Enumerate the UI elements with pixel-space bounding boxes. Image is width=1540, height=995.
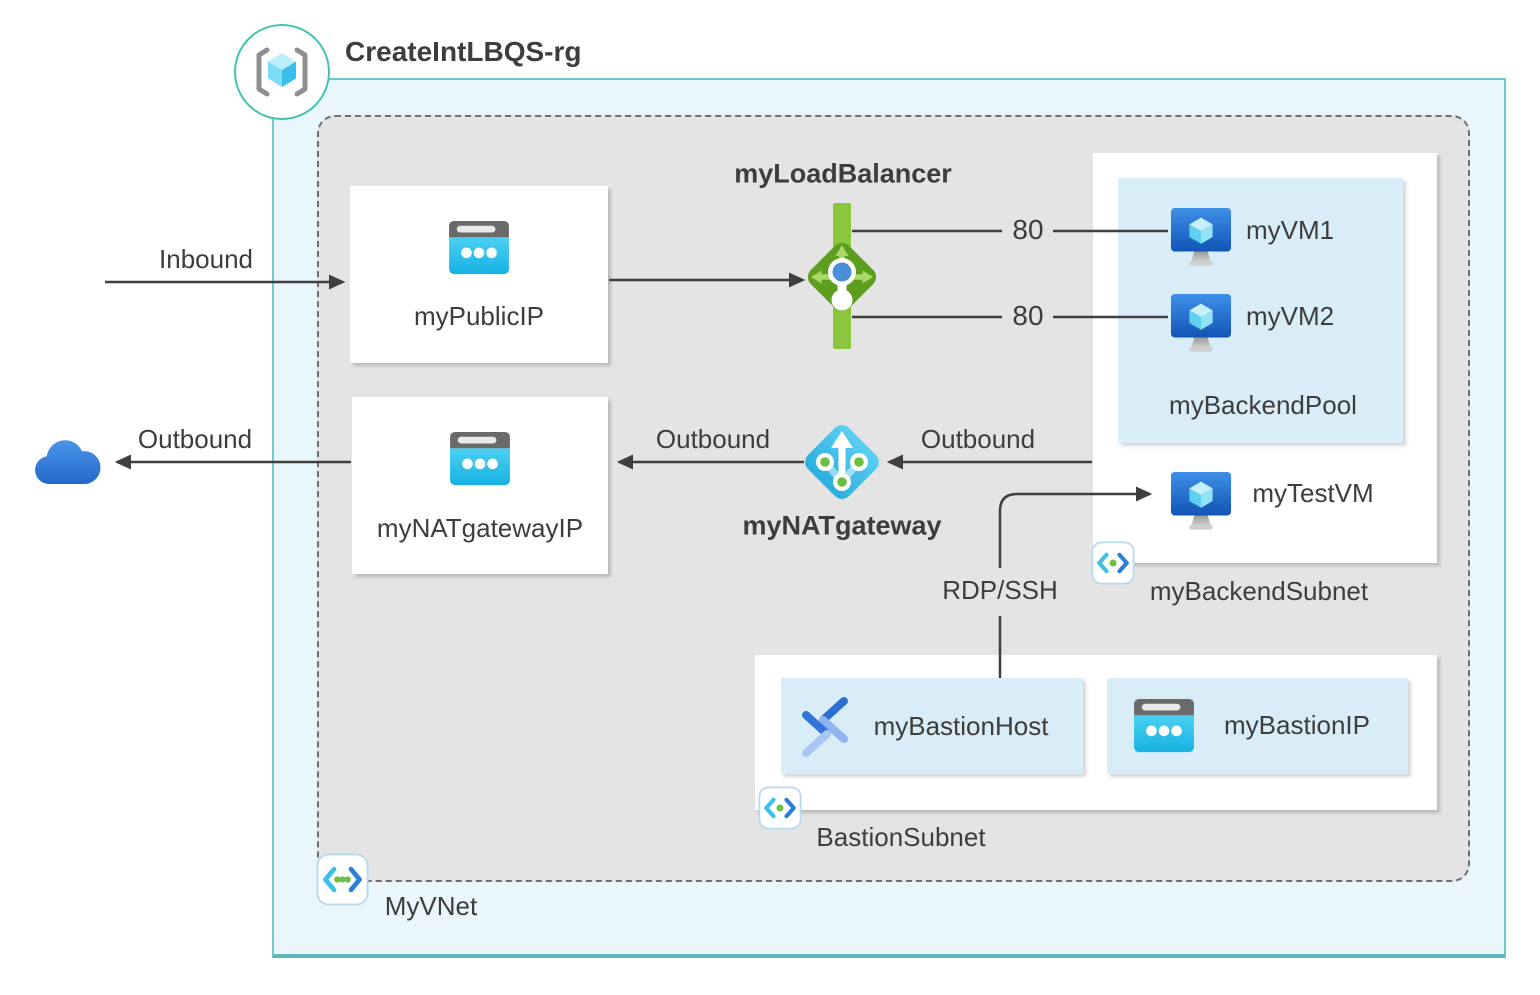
public-ip-node (350, 186, 608, 363)
backend-pool-label: myBackendPool (1169, 390, 1357, 421)
outbound-internet-label: Outbound (137, 424, 253, 455)
backend-pool-container (1118, 178, 1403, 443)
vm1-label: myVM1 (1245, 215, 1335, 246)
vm2-label: myVM2 (1245, 301, 1335, 332)
bastion-subnet-label: BastionSubnet (816, 822, 986, 853)
rdp-ssh-label: RDP/SSH (942, 575, 1058, 606)
load-balancer-label: myLoadBalancer (734, 158, 952, 189)
outbound-backend-label: Outbound (920, 424, 1036, 455)
resource-group-title: CreateIntLBQS-rg (345, 36, 582, 67)
port-80-vm1-label: 80 (1012, 213, 1044, 245)
nat-gateway-label: myNATgateway (742, 510, 942, 541)
bastion-ip-label: myBastionIP (1224, 710, 1370, 741)
outbound-nat-label: Outbound (655, 424, 771, 455)
backend-subnet-label: myBackendSubnet (1149, 576, 1369, 607)
testvm-label: myTestVM (1252, 478, 1374, 509)
nat-gateway-ip-node (352, 397, 608, 574)
inbound-label: Inbound (159, 244, 253, 275)
bastion-host-label: myBastionHost (873, 711, 1049, 742)
vnet-label: MyVNet (384, 891, 478, 922)
internet-cloud-icon (35, 440, 101, 484)
port-80-vm2-label: 80 (1012, 299, 1044, 331)
nat-gateway-ip-label: myNATgatewayIP (376, 513, 584, 544)
public-ip-label: myPublicIP (413, 301, 545, 332)
